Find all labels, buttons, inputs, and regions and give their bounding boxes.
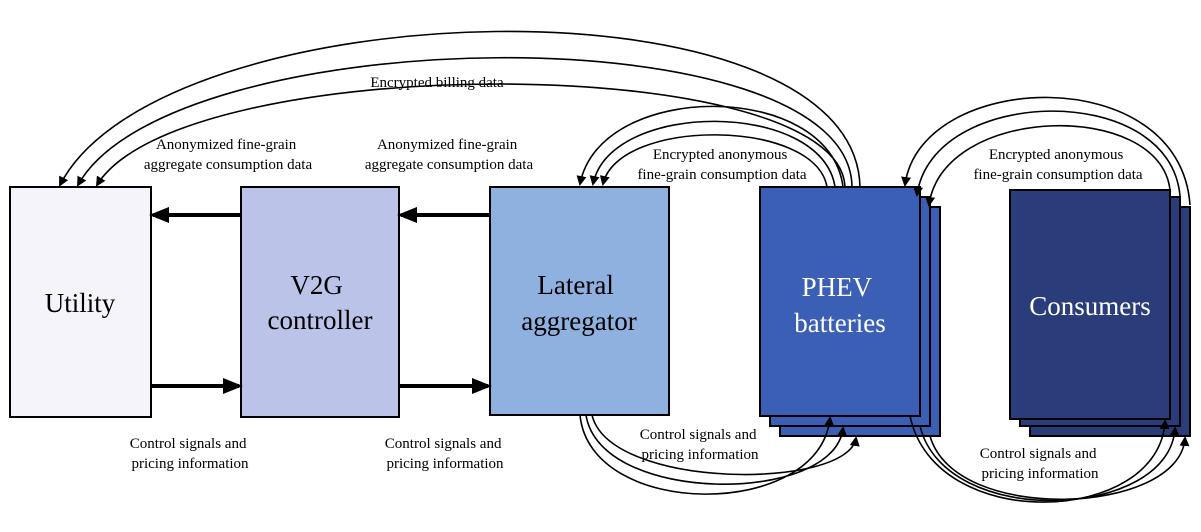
utility-node: Utility bbox=[9, 186, 152, 418]
phev-batteries-label-line: batteries bbox=[794, 308, 885, 338]
label-line: Control signals and bbox=[130, 436, 247, 452]
label-line: fine-grain consumption data bbox=[637, 167, 806, 183]
label-line: pricing information bbox=[131, 456, 249, 472]
label-encrypted-to-lateral: Encrypted anonymous fine-grain consumpti… bbox=[637, 147, 806, 183]
arrow-lateral-to-phev-arc-2 bbox=[585, 414, 848, 486]
arrow-billing-arc-2 bbox=[77, 56, 853, 188]
lateral-aggregator-node: Lateral aggregator bbox=[489, 186, 670, 416]
v2g-controller-label: V2G controller bbox=[268, 270, 373, 335]
v2g-controller-node: V2G controller bbox=[240, 186, 400, 418]
label-control-utility-v2g: Control signals and pricing information bbox=[130, 436, 250, 472]
label-line: Encrypted anonymous bbox=[653, 147, 788, 163]
arrow-phev-to-lateral-arc-2 bbox=[589, 120, 836, 188]
consumers-node: Consumers bbox=[1009, 189, 1191, 437]
phev-batteries-label: PHEV batteries bbox=[794, 272, 885, 338]
label-line: Control signals and bbox=[980, 446, 1097, 462]
v2g-controller-label-line: V2G bbox=[290, 270, 343, 300]
phev-batteries-box bbox=[759, 186, 921, 417]
phev-batteries-label-line: PHEV bbox=[802, 272, 873, 302]
consumers-label: Consumers bbox=[1029, 291, 1151, 321]
arrow-phev-to-consumers-arc-1 bbox=[909, 415, 1170, 503]
lateral-aggregator-label: Lateral aggregator bbox=[521, 270, 636, 336]
label-control-lateral-phev: Control signals and pricing information bbox=[640, 427, 760, 463]
label-line: pricing information bbox=[641, 447, 759, 463]
label-line: fine-grain consumption data bbox=[973, 167, 1142, 183]
v2g-controller-box bbox=[240, 186, 400, 418]
arrow-lateral-to-phev-arc-3 bbox=[591, 414, 860, 476]
label-line: Anonymized fine-grain bbox=[156, 137, 297, 153]
arrow-phev-to-consumers-arc-2 bbox=[919, 425, 1180, 502]
arrow-billing-arc-3 bbox=[95, 83, 846, 188]
consumers-box bbox=[1009, 189, 1171, 420]
label-line: Encrypted billing data bbox=[370, 75, 504, 91]
label-control-phev-consumers: Control signals and pricing information bbox=[980, 446, 1100, 482]
utility-box bbox=[9, 186, 152, 418]
label-line: Anonymized fine-grain bbox=[377, 137, 518, 153]
arrow-billing-arc-1 bbox=[59, 30, 861, 188]
arrow-phev-to-consumers-arc-3 bbox=[929, 435, 1190, 501]
arrow-consumers-to-phev-arc-2 bbox=[913, 110, 1181, 197]
label-line: Control signals and bbox=[640, 427, 757, 443]
label-line: Control signals and bbox=[385, 436, 502, 452]
arrow-phev-to-lateral-arc-1 bbox=[576, 105, 844, 188]
label-line: aggregate consumption data bbox=[144, 157, 313, 173]
arrow-lateral-to-phev-arc-1 bbox=[579, 414, 835, 495]
consumers-label-line: Consumers bbox=[1029, 291, 1151, 321]
arrow-consumers-to-phev-arc-3 bbox=[925, 124, 1171, 207]
label-line: pricing information bbox=[981, 466, 1099, 482]
arrow-phev-to-lateral-arc-3 bbox=[599, 134, 828, 188]
lateral-aggregator-box bbox=[489, 186, 670, 416]
label-line: Encrypted anonymous bbox=[989, 147, 1124, 163]
label-line: pricing information bbox=[386, 456, 504, 472]
utility-label-line: Utility bbox=[45, 288, 116, 318]
label-encrypted-billing: Encrypted billing data bbox=[370, 75, 504, 91]
label-encrypted-to-phev: Encrypted anonymous fine-grain consumpti… bbox=[973, 147, 1142, 183]
label-anonymized-to-v2g: Anonymized fine-grain aggregate consumpt… bbox=[365, 137, 534, 173]
phev-batteries-node: PHEV batteries bbox=[759, 186, 941, 437]
lateral-aggregator-label-line: aggregator bbox=[521, 306, 636, 336]
v2g-controller-label-line: controller bbox=[268, 305, 373, 335]
lateral-aggregator-label-line: Lateral bbox=[537, 270, 613, 300]
utility-label: Utility bbox=[45, 288, 116, 318]
label-control-v2g-lateral: Control signals and pricing information bbox=[385, 436, 505, 472]
label-line: aggregate consumption data bbox=[365, 157, 534, 173]
arrow-consumers-to-phev-arc-1 bbox=[901, 96, 1191, 206]
label-anonymized-to-utility: Anonymized fine-grain aggregate consumpt… bbox=[144, 137, 313, 173]
